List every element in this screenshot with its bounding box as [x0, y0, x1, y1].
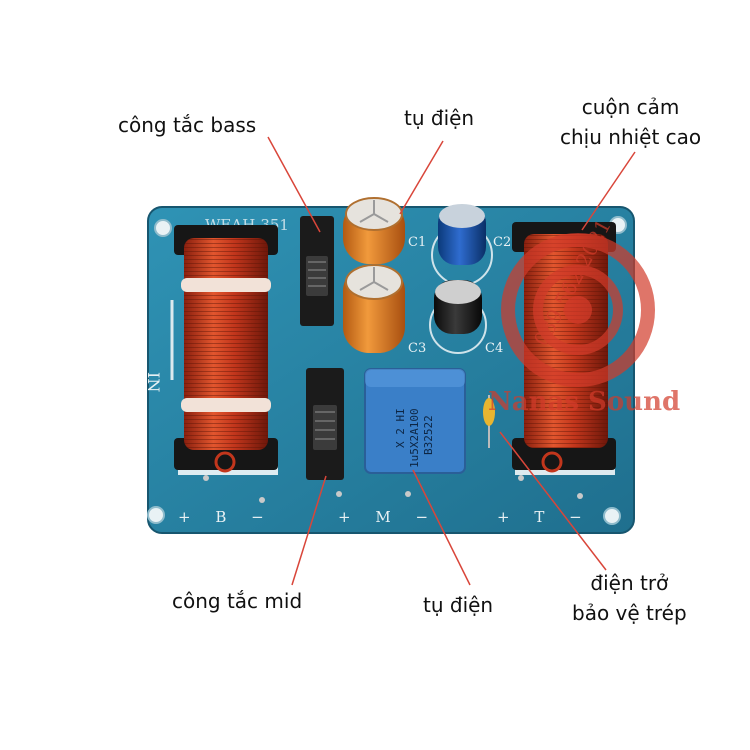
callout-mid-switch: công tắc mid [172, 586, 302, 616]
callout-resistor-line1: điện trở [590, 571, 669, 595]
leader-mid-switch [291, 475, 327, 586]
leader-cap-top [399, 140, 444, 215]
leader-bass-switch [267, 136, 321, 233]
terminal-label-bass: + B − [178, 508, 264, 526]
callout-capacitor-bottom-text: tụ điện [423, 593, 494, 617]
callout-capacitor-top: tụ điện [404, 103, 474, 133]
callout-bass-switch: công tắc bass [118, 110, 256, 140]
callout-bass-switch-text: công tắc bass [118, 113, 257, 137]
cap-label-c4: C4 [485, 341, 503, 356]
leader-cap-bottom [412, 469, 471, 586]
callout-mid-switch-text: công tắc mid [172, 589, 303, 613]
callout-capacitor-top-text: tụ điện [404, 106, 475, 130]
input-label: IN [144, 372, 163, 392]
bass-switch [300, 216, 334, 326]
orange-capacitors [343, 197, 405, 353]
small-capacitors [429, 204, 493, 354]
terminal-label-mid: + M − [338, 508, 428, 526]
mid-switch [306, 368, 344, 480]
film-cap-line3: X 2 HI [394, 408, 407, 448]
cap-label-c1: C1 [408, 235, 426, 250]
terminal-label-tweeter: + T − [497, 508, 582, 526]
protection-resistor [483, 395, 495, 448]
leader-inductor [581, 151, 636, 231]
callout-inductor-line2: chịu nhiệt cao [560, 125, 702, 149]
callout-inductor: cuộn cảm chịu nhiệt cao [560, 92, 701, 152]
leader-resistor [499, 431, 607, 571]
callout-leaders [267, 136, 636, 586]
watermark-brand: Nanas Sound [488, 387, 680, 417]
cap-label-c2: C2 [493, 235, 511, 250]
cap-label-c3: C3 [408, 341, 426, 356]
film-cap-line2: 1u5X2A100 [408, 408, 421, 468]
callout-capacitor-bottom: tụ điện [423, 590, 493, 620]
film-cap-line1: B32522 [422, 415, 435, 455]
bass-inductor [174, 225, 278, 473]
callout-inductor-line1: cuộn cảm [581, 95, 680, 119]
callout-resistor: điện trở bảo vệ trép [572, 568, 687, 628]
callout-resistor-line2: bảo vệ trép [572, 601, 687, 625]
film-capacitor: B32522 1u5X2A100 X 2 HI [364, 368, 466, 474]
